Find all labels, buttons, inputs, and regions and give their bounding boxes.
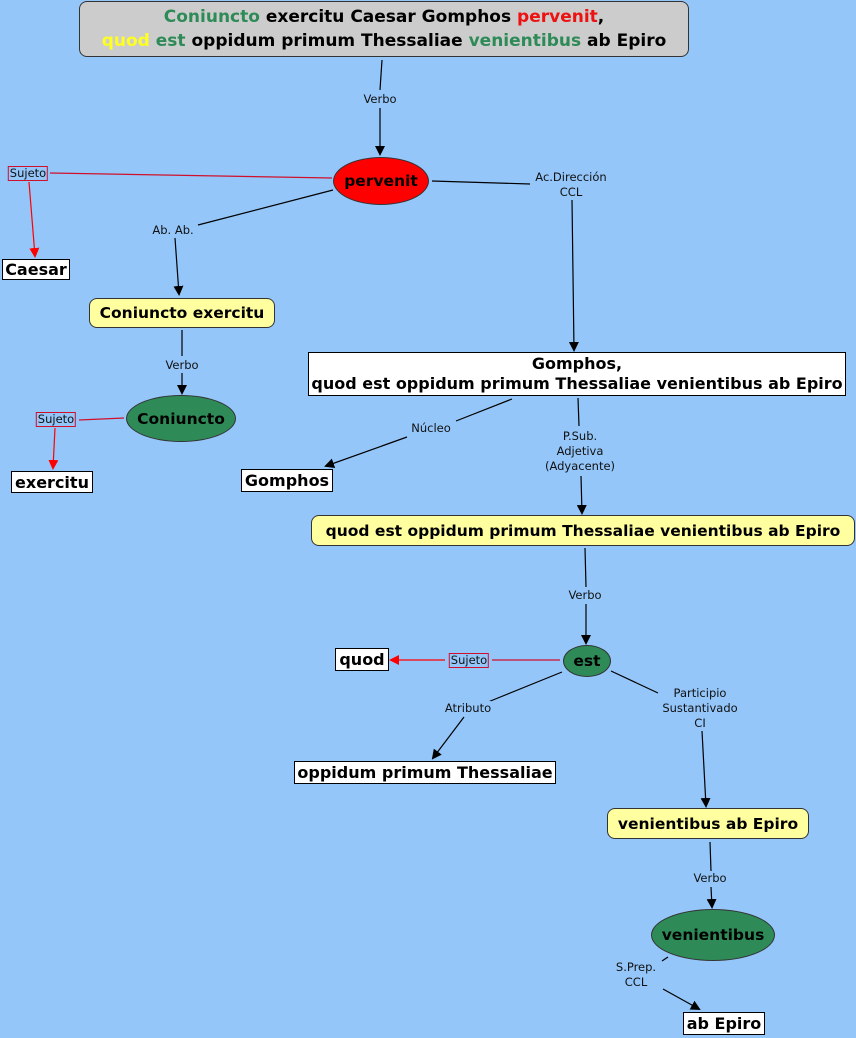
node-est[interactable]: est	[563, 645, 611, 677]
edge-est-participio	[610, 670, 659, 694]
label-verbo-1: Verbo	[363, 92, 397, 107]
edge-gomphos-psub	[577, 397, 580, 427]
title-word-black: exercitu Caesar Gomphos	[259, 7, 518, 27]
title-line-1: Coniuncto exercitu Caesar Gomphos perven…	[164, 5, 605, 29]
label-nucleo: Núcleo	[411, 421, 451, 436]
node-exercitu[interactable]: exercitu	[11, 471, 93, 493]
title-word-black: oppidum primum Thessaliae	[185, 31, 469, 51]
label-ac-direccion-1: Ac.Dirección	[535, 170, 607, 184]
label-sujeto-2: Sujeto	[35, 412, 77, 427]
title-word-green: Coniuncto	[163, 7, 260, 27]
edge-title-verbo	[379, 59, 383, 91]
label-participio-2: Sustantivado	[662, 701, 738, 715]
label-psub: P.Sub. Adjetiva (Adyacente)	[544, 429, 616, 474]
gomphos-full-line-2: quod est oppidum primum Thessaliae venie…	[311, 374, 843, 393]
node-oppidum[interactable]: oppidum primum Thessaliae	[294, 761, 556, 784]
label-sprep: S.Prep. CCL	[615, 960, 657, 990]
label-participio: Participio Sustantivado CI	[662, 686, 738, 731]
label-sujeto-3: Sujeto	[448, 653, 490, 668]
node-coniuncto-exercitu[interactable]: Coniuncto exercitu	[89, 298, 275, 328]
edge-sujeto-caesar	[28, 181, 40, 258]
label-participio-1: Participio	[673, 686, 727, 700]
label-sujeto-1: Sujeto	[7, 166, 49, 181]
title-word-green: est	[149, 31, 186, 51]
gomphos-full-line-1: Gomphos,	[531, 354, 623, 373]
label-psub-2: Adjetiva	[556, 444, 604, 458]
edge-gomphos-nucleo	[455, 398, 513, 422]
label-ac-direccion-2: CCL	[559, 185, 583, 199]
node-ab-epiro[interactable]: ab Epiro	[683, 1012, 765, 1035]
node-venientibus[interactable]: venientibus	[651, 909, 775, 961]
node-quod[interactable]: quod	[335, 648, 389, 671]
node-coniuncto[interactable]: Coniuncto	[126, 395, 236, 442]
label-psub-1: P.Sub.	[562, 429, 598, 443]
node-venientibus-ab-epiro[interactable]: venientibus ab Epiro	[607, 808, 809, 839]
edge-coniuncto-sujeto	[78, 417, 125, 421]
title-word-red: pervenit	[517, 7, 598, 27]
node-caesar[interactable]: Caesar	[2, 259, 70, 280]
edge-nucleo-gomphos	[324, 436, 408, 469]
label-verbo-2: Verbo	[165, 358, 199, 373]
label-sprep-2: CCL	[624, 975, 648, 989]
edge-quod-verbo	[584, 547, 587, 588]
label-ac-direccion: Ac.Dirección CCL	[535, 170, 607, 200]
label-sprep-1: S.Prep.	[615, 960, 657, 974]
label-verbo-3: Verbo	[568, 588, 602, 603]
node-gomphos[interactable]: Gomphos	[241, 469, 333, 492]
label-ab-ab: Ab. Ab.	[152, 223, 194, 238]
title-word-yellow: quod	[101, 31, 150, 51]
node-gomphos-full[interactable]: Gomphos, quod est oppidum primum Thessal…	[308, 352, 846, 396]
edge-pervenit-sujeto	[49, 172, 333, 179]
edge-atributo-oppidum	[431, 716, 465, 760]
edge-psub-quod	[576, 475, 587, 515]
node-quod-clause[interactable]: quod est oppidum primum Thessaliae venie…	[311, 515, 855, 546]
edge-participio-venientibus	[700, 730, 711, 808]
title-word-black: ,	[597, 7, 605, 27]
label-verbo-4: Verbo	[693, 871, 727, 886]
edge-sujeto-exercitu	[48, 427, 59, 470]
label-psub-3: (Adyacente)	[544, 459, 616, 473]
title-word-green: venientibus	[468, 31, 582, 51]
edge-abab-coniuncto-exercitu	[173, 237, 184, 296]
label-atributo: Atributo	[444, 701, 492, 716]
edge-acdir-gomphos	[568, 199, 579, 352]
edge-sprep-abepiro	[662, 988, 701, 1010]
sentence-title: Coniuncto exercitu Caesar Gomphos perven…	[79, 1, 689, 57]
title-line-2: quod est oppidum primum Thessaliae venie…	[102, 29, 667, 53]
edge-veab-verbo	[709, 841, 712, 872]
edge-verbo-venientibus	[706, 886, 717, 909]
node-pervenit[interactable]: pervenit	[333, 157, 429, 205]
edge-est-atributo	[487, 671, 563, 703]
edge-pervenit-abab	[197, 189, 334, 226]
edge-pervenit-acdir	[431, 180, 531, 185]
edge-ven-sprep	[661, 956, 669, 962]
title-word-black: ab Epiro	[581, 31, 667, 51]
label-participio-3: CI	[694, 716, 706, 730]
